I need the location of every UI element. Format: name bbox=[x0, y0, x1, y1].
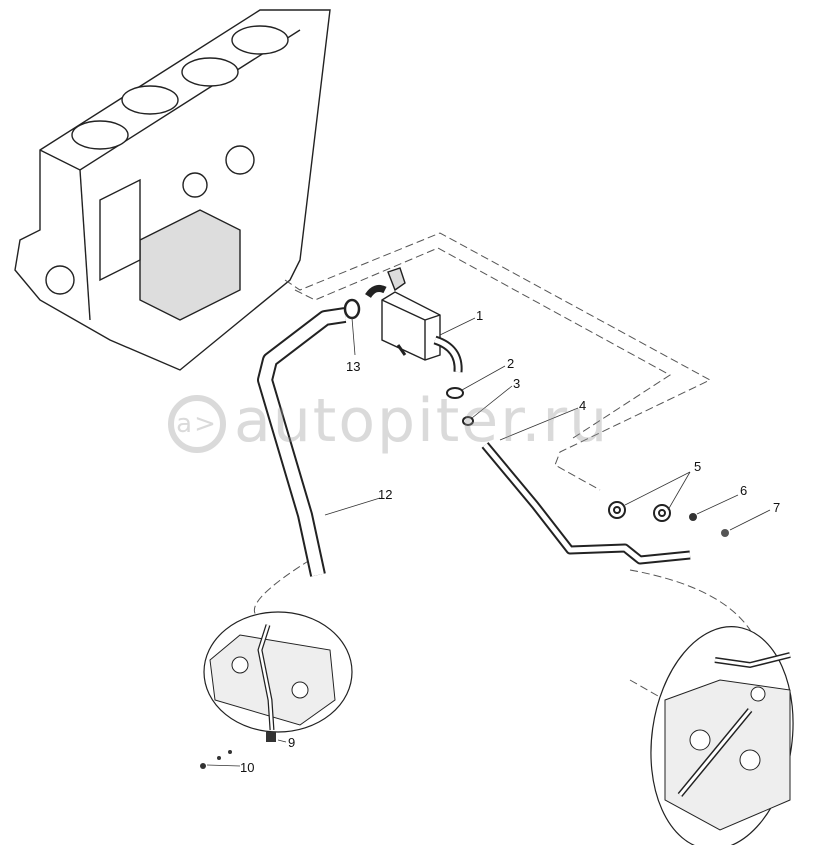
callout-2: 2 bbox=[507, 356, 514, 371]
inset-right-engine bbox=[664, 679, 791, 831]
part-13-clamp bbox=[343, 298, 361, 320]
callout-leaders bbox=[206, 317, 771, 767]
callout-10: 10 bbox=[240, 760, 254, 775]
watermark-logo: a> bbox=[168, 395, 226, 454]
part-12-breather-hose bbox=[257, 307, 347, 577]
part-3-o-ring bbox=[462, 416, 474, 426]
part-5-clamps bbox=[608, 501, 671, 522]
callout-labels: 1 2 3 4 5 6 7 9 10 12 13 bbox=[240, 308, 780, 775]
part-10-bolt bbox=[200, 763, 206, 769]
part-9-plug bbox=[266, 732, 276, 742]
watermark-text: autopiter.ru bbox=[234, 386, 610, 456]
watermark: a>autopiter.ru bbox=[168, 386, 609, 456]
callout-1: 1 bbox=[476, 308, 483, 323]
inset-left-engine bbox=[209, 634, 336, 726]
part-7-bolt bbox=[721, 529, 729, 537]
part-6-nut bbox=[689, 513, 697, 521]
engine-block bbox=[14, 9, 331, 371]
part-2-seal-ring bbox=[446, 387, 464, 399]
callout-12: 12 bbox=[378, 487, 392, 502]
callout-6: 6 bbox=[740, 483, 747, 498]
callout-9: 9 bbox=[288, 735, 295, 750]
part-1-oil-separator bbox=[365, 267, 463, 373]
part-4-return-pipe bbox=[481, 442, 691, 565]
callout-4: 4 bbox=[579, 398, 586, 413]
callout-5: 5 bbox=[694, 459, 701, 474]
callout-13: 13 bbox=[346, 359, 360, 374]
callout-3: 3 bbox=[513, 376, 520, 391]
callout-7: 7 bbox=[773, 500, 780, 515]
